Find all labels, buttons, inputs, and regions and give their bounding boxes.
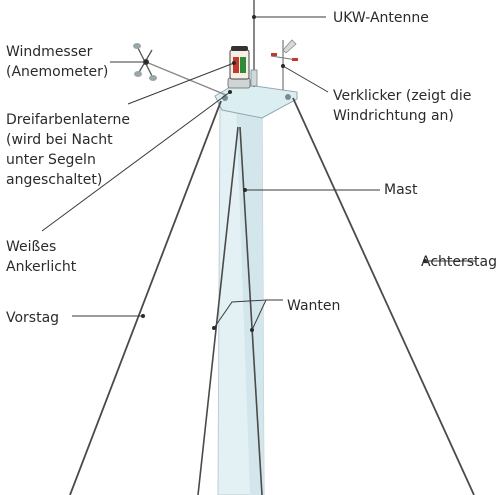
- dot-windmesser: [144, 60, 148, 64]
- shroud-right: [239, 126, 263, 495]
- masthead-pin-right: [285, 94, 291, 100]
- windex-tab-left: [271, 53, 277, 56]
- anemometer-cup-2: [149, 75, 157, 81]
- leader-dots: [141, 15, 427, 332]
- lantern-cap: [231, 46, 248, 51]
- anemometer-boom: [145, 61, 227, 96]
- leader-ankerlicht: [41, 91, 231, 232]
- label-mast: Mast: [384, 182, 418, 198]
- dot-wanten-left: [212, 326, 216, 330]
- leader-verklicker: [282, 65, 329, 93]
- dot-verklicker: [281, 64, 285, 68]
- anemometer-cup-1: [133, 43, 141, 49]
- windex-vane: [282, 39, 297, 54]
- label-dreifarbenlaterne: Dreifarbenlaterne (wird bei Nacht unter …: [6, 112, 130, 188]
- dot-mast: [243, 188, 247, 192]
- anemometer-cup-3: [134, 71, 142, 77]
- label-achterstag: Achterstag: [421, 254, 498, 270]
- dot-achterstag: [423, 259, 427, 263]
- leader-wanten-branches: [213, 299, 267, 331]
- dot-ankerlicht: [228, 90, 232, 94]
- dot-dreifarbenlaterne: [232, 61, 236, 65]
- label-wanten: Wanten: [287, 298, 341, 314]
- dot-wanten-right: [250, 328, 254, 332]
- dot-vorstag: [141, 314, 145, 318]
- label-verklicker: Verklicker (zeigt die Windrichtung an): [333, 88, 472, 124]
- lantern-red-lens: [233, 57, 239, 73]
- backstay: [292, 97, 475, 495]
- shroud-left: [197, 126, 239, 495]
- forestay: [69, 100, 222, 495]
- dot-ukw: [252, 15, 256, 19]
- windex-tab-right: [292, 58, 298, 61]
- vhf-antenna-base: [250, 69, 258, 87]
- leader-lines: [41, 16, 476, 331]
- label-ukw-antenne: UKW-Antenne: [333, 10, 429, 26]
- label-vorstag: Vorstag: [6, 310, 60, 326]
- label-weisses-ankerlicht: Weißes Ankerlicht: [6, 239, 77, 275]
- label-windmesser: Windmesser (Anemometer): [6, 44, 109, 80]
- leader-dreifarbenlaterne: [127, 62, 235, 105]
- lantern-green-lens: [240, 57, 246, 73]
